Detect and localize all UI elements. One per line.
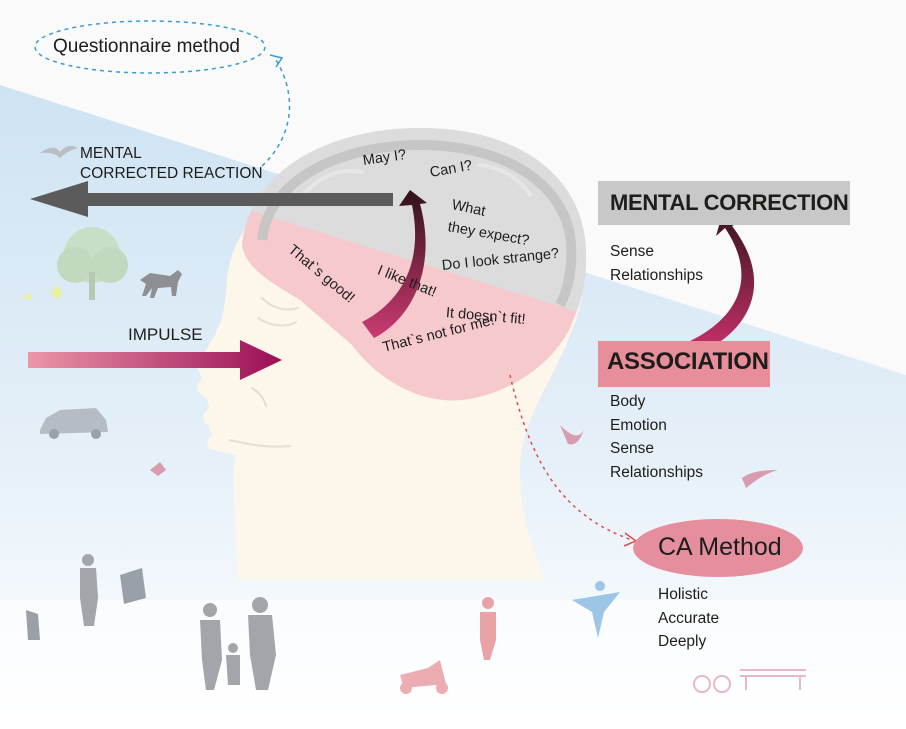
people-silhouettes-icon [26, 554, 276, 690]
mental-correction-item: Relationships [610, 266, 704, 284]
association-item: Sense [610, 440, 654, 457]
ca-method-item: Deeply [658, 633, 707, 650]
mental-reaction-label-line2: CORRECTED REACTION [80, 165, 263, 182]
association-list: Body Emotion Sense Relationships [610, 390, 703, 484]
bird-pink-icon [560, 425, 584, 445]
bird-icon [40, 145, 78, 158]
ca-method-item: Holistic [658, 586, 708, 603]
impulse-label: IMPULSE [128, 325, 203, 344]
association-title: ASSOCIATION [607, 348, 769, 375]
tree-icon [57, 227, 128, 300]
ca-method-title: CA Method [658, 533, 782, 561]
mental-correction-list: Sense Relationships [610, 240, 703, 287]
association-curved-arrow [688, 215, 755, 352]
scooter-icon [400, 660, 448, 694]
mental-correction-title: MENTAL CORRECTION [610, 190, 849, 215]
questionnaire-label: Questionnaire method [53, 36, 240, 57]
mental-reaction-arrow [30, 181, 393, 217]
association-item: Body [610, 393, 646, 410]
ca-dashed-arrow [509, 374, 633, 541]
butterfly-pink-icon [150, 462, 166, 476]
person-pink-icon [480, 597, 496, 660]
brain-curved-arrow [362, 190, 427, 338]
ca-method-item: Accurate [658, 609, 720, 627]
face-details [229, 297, 299, 448]
butterfly-icon [22, 285, 62, 300]
questionnaire-ellipse [34, 20, 266, 74]
mental-correction-item: Sense [610, 243, 654, 260]
bicycle-bench-icon [693, 669, 806, 693]
dancer-icon [572, 581, 620, 638]
horse-icon [140, 270, 182, 298]
ca-method-ellipse [633, 519, 803, 577]
association-box [598, 341, 770, 387]
impulse-arrow [28, 340, 282, 380]
bird-pink-2-icon [742, 470, 778, 488]
association-item: Relationships [610, 463, 704, 481]
association-item: Emotion [610, 416, 667, 434]
mental-reaction-label-line1: MENTAL [80, 145, 142, 162]
car-icon [40, 408, 108, 439]
mental-correction-box [598, 181, 850, 225]
ca-method-list: Holistic Accurate Deeply [658, 583, 719, 654]
